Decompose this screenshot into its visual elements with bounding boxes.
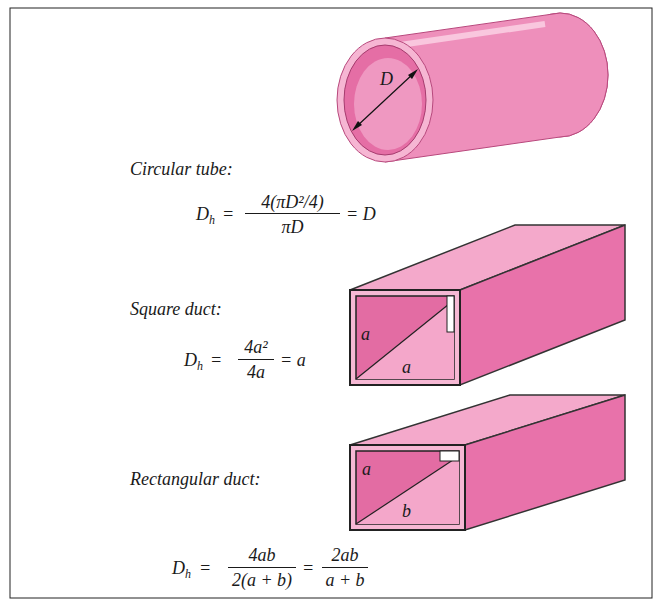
formula-numerator: 4(πD²/4): [261, 193, 323, 211]
dimension-label: D: [380, 70, 393, 88]
formula-result: = D: [346, 205, 376, 223]
rectangular-duct: [350, 395, 625, 530]
formula-subscript: h: [185, 568, 191, 580]
formula-denominator: πD: [281, 218, 303, 236]
square-duct: [350, 225, 625, 385]
formula-operator: =: [210, 351, 222, 369]
frame: [10, 8, 652, 598]
figure-title: Square duct:: [130, 300, 222, 318]
formula-symbol: D: [172, 559, 185, 577]
formula-numerator: 2ab: [332, 546, 359, 564]
formula-denominator: 4a: [247, 363, 265, 381]
circular-tube: [337, 13, 608, 162]
dimension-label: a: [361, 325, 370, 343]
formula-operator: =: [222, 205, 234, 223]
formula-symbol: D: [196, 205, 209, 223]
dimension-label: a: [362, 460, 371, 478]
formula-subscript: h: [209, 214, 215, 226]
formula-result: = a: [280, 351, 306, 369]
figure-title: Rectangular duct:: [130, 470, 260, 488]
formula-denominator: a + b: [325, 571, 364, 589]
formula-operator: =: [199, 559, 211, 577]
formula-operator: =: [302, 559, 314, 577]
formula-symbol: D: [184, 351, 197, 369]
formula-subscript: h: [197, 360, 203, 372]
formula-numerator: 4ab: [249, 546, 276, 564]
formula-denominator: 2(a + b): [232, 571, 292, 589]
formula-numerator: 4a²: [244, 338, 267, 356]
figure-title: Circular tube:: [130, 160, 233, 178]
dimension-label: a: [402, 358, 411, 376]
fraction-bar: [228, 214, 368, 568]
dimension-label: b: [402, 502, 411, 520]
